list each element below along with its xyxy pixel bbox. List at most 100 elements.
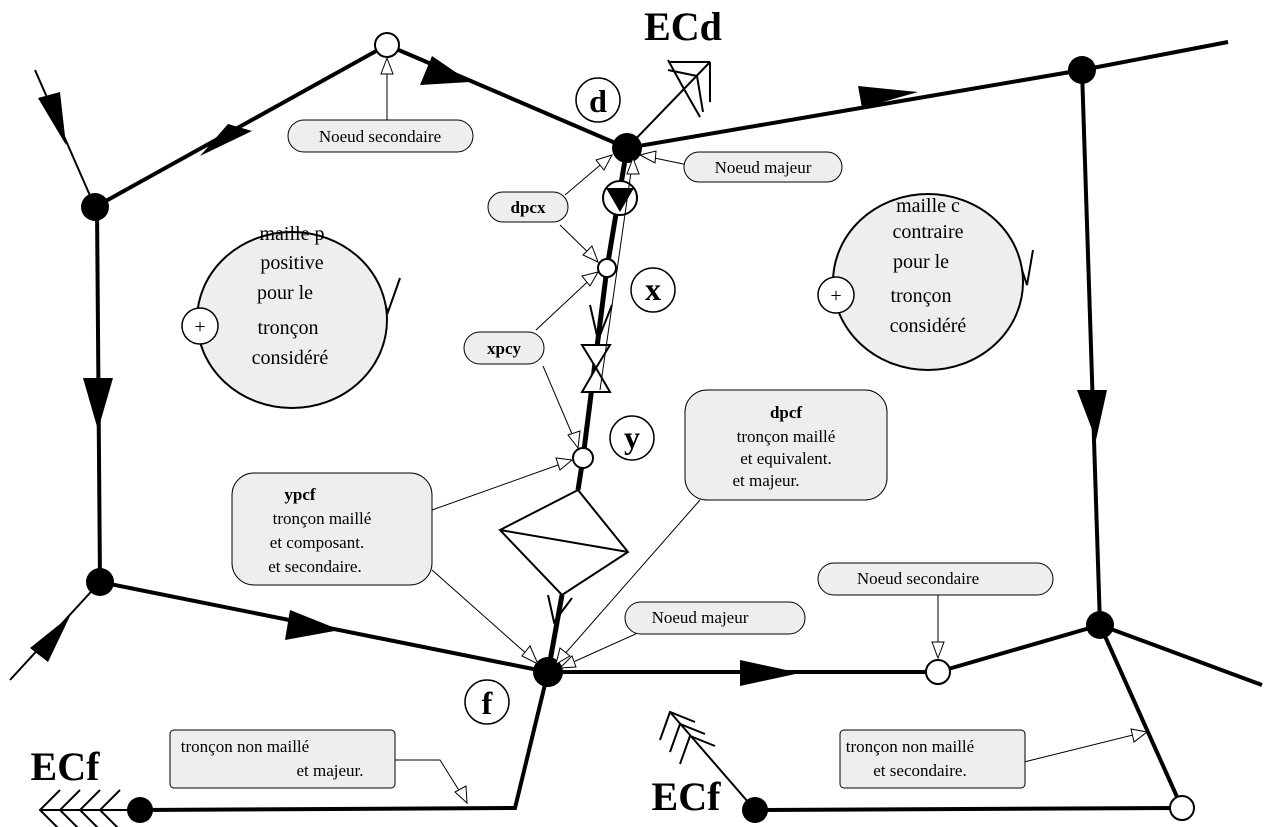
plus-sign-right: +: [830, 285, 841, 307]
callout-text: dpcx: [511, 198, 546, 217]
maille-left-line-3: tronçon: [257, 317, 318, 339]
callout-noeud-majeur-top: Noeud majeur: [683, 151, 843, 183]
pipe-d-to-right-node: [626, 68, 1083, 150]
callout-text: Noeud majeur: [715, 158, 812, 177]
label-f: f: [464, 679, 510, 725]
callout-title: ypcf: [284, 485, 316, 504]
maille-right: maille c contraire pour le tronçon consi…: [817, 193, 1024, 371]
arrow-icon: [740, 660, 800, 686]
secondary-node-bottom-right[interactable]: [1169, 795, 1195, 821]
arrow-icon: [83, 378, 113, 430]
label-x-text: x: [645, 271, 661, 307]
callout-non-maille-majeur: tronçon non maillé et majeur.: [169, 729, 396, 789]
callout-text: xpcy: [487, 339, 522, 358]
ecf-right-feather-icon: [659, 710, 716, 765]
ecf-right-label: ECf: [652, 774, 722, 819]
callout-non-maille-secondaire: tronçon non maillé et secondaire.: [839, 729, 1026, 789]
pipe-secondary-to-right-node: [937, 623, 1101, 674]
arrow-icon: [1077, 390, 1107, 440]
callout-line: et majeur.: [296, 761, 363, 780]
callout-line: et secondaire.: [268, 557, 361, 576]
major-node-ecf-right[interactable]: [742, 797, 768, 823]
pipe-left-to-top-node: [94, 43, 388, 209]
label-f-text: f: [482, 685, 493, 721]
callout-dpcx: dpcx: [487, 191, 569, 223]
flow-arrows: [30, 56, 1107, 686]
major-node-right-bottom[interactable]: [1086, 611, 1114, 639]
chevron-down-icon: [589, 304, 613, 344]
ecd-label: ECd: [644, 4, 722, 49]
callout-noeud-majeur-bottom: Noeud majeur: [624, 601, 806, 635]
maille-right-line-3: tronçon: [890, 285, 951, 307]
label-y-text: y: [624, 419, 640, 455]
label-y: y: [609, 415, 655, 461]
arrow-icon: [200, 124, 252, 156]
pipe-top-node-to-d: [386, 43, 628, 150]
pipe-right-vertical: [1080, 69, 1102, 626]
maille-left-line-0: maille p: [260, 223, 325, 245]
pipe-right-outlet-bottom: [1099, 623, 1263, 687]
callout-noeud-secondaire-top: Noeud secondaire: [287, 119, 474, 153]
maille-left-line-1: positive: [260, 252, 323, 274]
major-node-d[interactable]: [612, 133, 642, 163]
label-d: d: [575, 77, 621, 123]
arrow-icon: [38, 92, 66, 145]
callout-line: tronçon non maillé: [846, 737, 974, 756]
maille-right-line-2: pour le: [893, 251, 949, 273]
callout-title: dpcf: [770, 403, 802, 422]
major-node-left-top[interactable]: [81, 193, 109, 221]
chevron-down-icon: [547, 594, 573, 625]
nodes: [81, 32, 1195, 823]
secondary-node-x[interactable]: [597, 258, 617, 278]
maille-right-line-0: maille c: [896, 195, 960, 217]
callout-line: et majeur.: [732, 471, 799, 490]
callout-line: tronçon maillé: [273, 509, 372, 528]
callout-ypcf: ypcf tronçon maillé et composant. et sec…: [231, 472, 433, 586]
leader-lines: [380, 56, 1149, 805]
pipe-f-to-ecf-left: [139, 671, 550, 812]
valve-icon: [580, 344, 612, 393]
callout-line: et secondaire.: [873, 761, 966, 780]
callout-line: tronçon maillé: [737, 427, 836, 446]
pump-icon: [602, 180, 638, 216]
plus-sign-left: +: [194, 316, 205, 338]
secondary-node-right[interactable]: [925, 659, 951, 685]
label-x: x: [630, 267, 676, 313]
callout-xpcy: xpcy: [463, 331, 545, 365]
plus-icon: [181, 307, 219, 345]
ecd-feather-icon: [667, 59, 711, 118]
ecf-left-label: ECf: [31, 744, 101, 789]
arrow-icon: [285, 610, 340, 640]
maille-left-line-2: pour le: [257, 282, 313, 304]
plus-icon: [817, 276, 855, 314]
callout-line: et composant.: [270, 533, 364, 552]
maille-right-line-4: considéré: [890, 315, 967, 337]
callout-line: et equivalent.: [740, 449, 832, 468]
callout-dpcf: dpcf tronçon maillé et equivalent. et ma…: [684, 389, 888, 501]
arrow-icon: [858, 86, 918, 108]
pipe-ecf-right-outlet: [669, 711, 756, 811]
major-node-ecf-left[interactable]: [127, 797, 153, 823]
callout-text: Noeud majeur: [652, 608, 749, 627]
major-node-left-bottom[interactable]: [86, 568, 114, 596]
pipe-right-to-bottom-node: [1098, 624, 1184, 809]
pipe-bottom-right: [754, 806, 1183, 812]
ecf-left-feather-icon: [38, 789, 121, 827]
feathers: [38, 59, 716, 827]
callout-noeud-secondaire-right: Noeud secondaire: [817, 562, 1054, 596]
arrow-icon: [30, 616, 70, 662]
component-rhombus-icon: [498, 488, 630, 597]
secondary-node-top[interactable]: [374, 32, 400, 58]
label-d-text: d: [589, 83, 607, 119]
maille-left: maille p positive pour le tronçon consid…: [181, 223, 388, 409]
maille-left-line-4: considéré: [252, 347, 329, 369]
callout-text: Noeud secondaire: [319, 127, 441, 146]
major-node-right-top[interactable]: [1068, 56, 1096, 84]
secondary-node-y[interactable]: [572, 447, 594, 469]
callout-text: Noeud secondaire: [857, 569, 979, 588]
maille-right-line-1: contraire: [892, 221, 963, 243]
pipe-right-outlet-top: [1081, 40, 1229, 72]
callout-line: tronçon non maillé: [181, 737, 309, 756]
